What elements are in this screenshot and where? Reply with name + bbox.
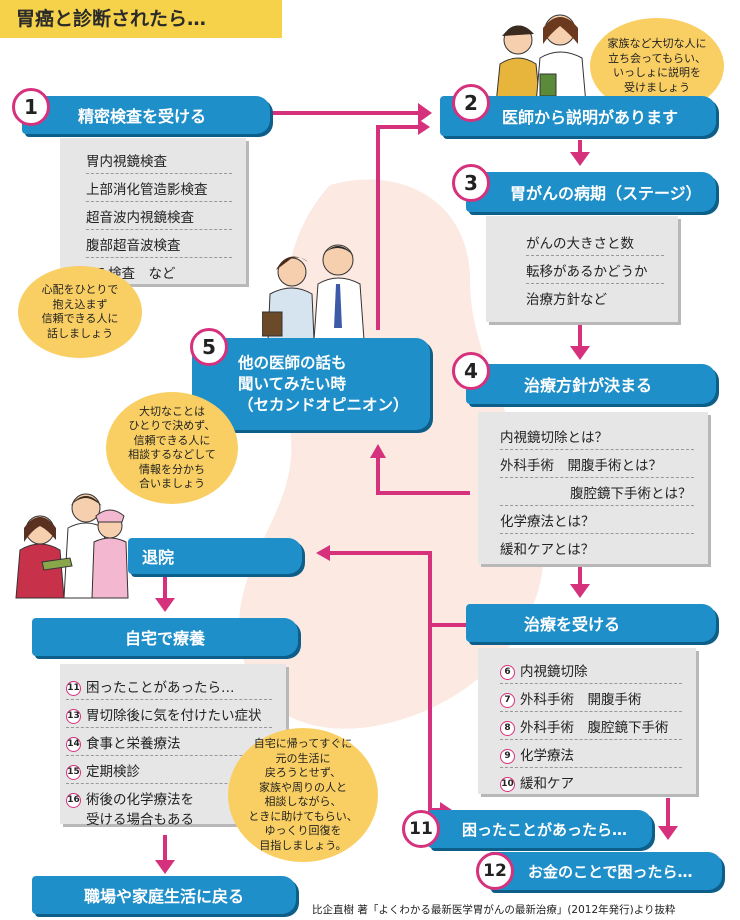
step-1-label: 精密検査を受ける: [78, 107, 207, 126]
list-item: がんの大きさと数: [526, 228, 664, 256]
list-item: 上部消化管造影検査: [86, 174, 232, 202]
arrowhead-to-work: [155, 860, 175, 874]
step-3-list: がんの大きさと数 転移があるかどうか 治療方針など: [486, 216, 678, 322]
list-item: 腹腔鏡下手術とは？: [500, 478, 694, 506]
list-item: 胃内視鏡検査: [86, 146, 232, 174]
step-4-list: 内視鏡切除とは？ 外科手術 開腹手術とは？ 腹腔鏡下手術とは？ 化学療法とは？ …: [478, 412, 708, 564]
discharge-box: 退院: [128, 538, 302, 574]
number-badge: 10: [500, 776, 515, 792]
step-5-label-line-1: 他の医師の話も: [238, 353, 347, 372]
number-badge: 11: [66, 680, 81, 696]
list-item: 超音波内視鏡検査: [86, 202, 232, 230]
discharge-illustration: [15, 493, 129, 599]
arrowhead-to-5: [370, 444, 386, 458]
home-care-label: 自宅で療養: [124, 629, 205, 648]
step-11-box: 困ったことがあったら…: [428, 810, 652, 848]
step-5-box: 他の医師の話も 聞いてみたい時 （セカンドオピニオン）: [192, 338, 430, 430]
advice-bubble-3: 大切なことは ひとりで決めず、 信頼できる人に 相談するなどして 情報を分かち …: [106, 392, 238, 504]
step-3-number: 3: [452, 164, 490, 202]
step-2-number: 2: [452, 84, 490, 122]
list-item: 緩和ケアとは？: [500, 542, 595, 558]
page-title: 胃癌と診断されたら…: [0, 0, 282, 38]
return-label: 職場や家庭生活に戻る: [83, 887, 244, 906]
step-4-box: 治療方針が決まる: [466, 364, 716, 404]
step-11-number: 11: [402, 810, 440, 848]
number-badge: 7: [500, 692, 515, 708]
arrowhead-5-to-2: [418, 119, 430, 135]
home-care-box: 自宅で療養: [32, 618, 298, 656]
second-opinion-illustration: [262, 244, 365, 341]
arrowhead-to-treat: [570, 584, 590, 598]
step-5-number: 5: [190, 328, 228, 366]
step-1-list: 胃内視鏡検査 上部消化管造影検査 超音波内視鏡検査 腹部超音波検査 CT 検査 …: [60, 138, 246, 284]
number-badge: 8: [500, 720, 515, 736]
step-3-label: 胃がんの病期（ステージ）: [510, 184, 702, 203]
number-badge: 6: [500, 664, 515, 680]
list-item: 内視鏡切除とは？: [500, 422, 694, 450]
list-item: 腹部超音波検査: [86, 230, 232, 258]
return-box: 職場や家庭生活に戻る: [32, 876, 296, 914]
source-citation: 比企直樹 著「よくわかる最新医学胃がんの最新治療」(2012年発行)より抜粋: [312, 904, 676, 916]
list-item: 化学療法とは？: [500, 506, 694, 534]
step-2-box: 医師から説明があります: [440, 96, 716, 136]
step-3-box: 胃がんの病期（ステージ）: [466, 172, 716, 212]
list-item: 転移があるかどうか: [526, 256, 664, 284]
step-1-number: 1: [12, 88, 50, 126]
number-badge: 15: [66, 764, 81, 780]
doctor-family-illustration: [495, 14, 587, 104]
discharge-label: 退院: [142, 548, 175, 567]
step-5-label-line-3: （セカンドオピニオン）: [238, 395, 409, 414]
arrowhead-to-12: [658, 826, 678, 840]
step-5-label-line-2: 聞いてみたい時: [238, 374, 347, 393]
step-1-box: 精密検査を受ける: [22, 96, 270, 134]
number-badge: 16: [66, 792, 81, 808]
arrow-treat-to-discharge: [328, 551, 468, 627]
step-12-box: お金のことで困ったら…: [488, 852, 722, 890]
list-item: 外科手術 開腹手術とは？: [500, 450, 694, 478]
treatment-box: 治療を受ける: [466, 604, 716, 642]
advice-bubble-2: 心配をひとりで 抱え込まず 信頼できる人に 話しましょう: [18, 266, 142, 358]
arrowhead-to-4: [570, 346, 590, 360]
arrowhead-to-2: [418, 103, 432, 123]
list-item: 治療方針など: [526, 292, 607, 308]
treatment-label: 治療を受ける: [524, 615, 621, 634]
number-badge: 9: [500, 748, 515, 764]
arrowhead-to-discharge: [316, 545, 330, 561]
arrow-5-to-2: [376, 125, 418, 330]
number-badge: 13: [66, 708, 81, 724]
number-badge: 14: [66, 736, 81, 752]
arrowhead-to-home: [155, 598, 175, 612]
step-4-number: 4: [452, 352, 490, 390]
step-12-label: お金のことで困ったら…: [528, 862, 693, 881]
arrowhead-to-3: [570, 152, 590, 166]
arrow-4-to-5: [376, 455, 470, 495]
step-12-number: 12: [476, 852, 514, 890]
step-2-label: 医師から説明があります: [502, 108, 679, 127]
step-11-label: 困ったことがあったら…: [462, 820, 628, 839]
advice-bubble-4: 自宅に帰ってすぐに 元の生活に 戻ろうとせず、 家族や周りの人と 相談しながら、…: [228, 728, 378, 862]
step-4-label: 治療方針が決まる: [524, 376, 653, 395]
